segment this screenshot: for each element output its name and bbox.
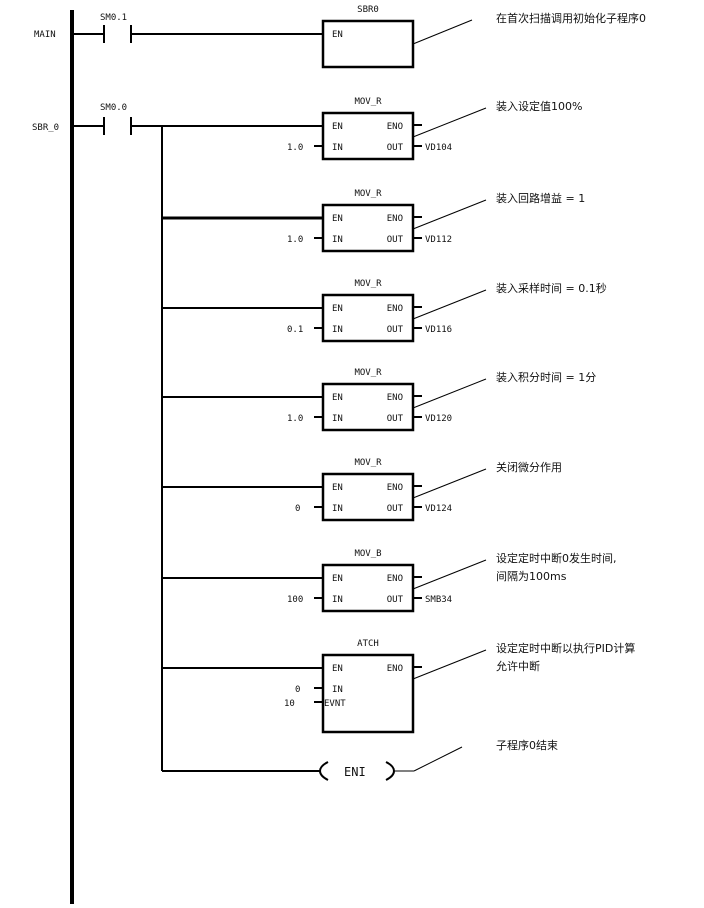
coil-left-bracket xyxy=(318,761,329,781)
function-box-mov-b[interactable]: MOV_B EN IN 100 ENO OUT SMB34 设定定时中断0发生时间, 间隔为10… xyxy=(162,549,617,613)
comment: 间隔为100ms xyxy=(496,570,567,583)
comment-leader xyxy=(412,107,487,138)
box-title: MOV_R xyxy=(354,458,382,468)
contact-label: SM0.1 xyxy=(100,13,127,23)
input-value: 1.0 xyxy=(287,414,303,424)
input-value: 0 xyxy=(295,504,300,514)
box-frame xyxy=(321,293,415,343)
box-title: MOV_R xyxy=(354,189,382,199)
input-value: 0.1 xyxy=(287,325,303,335)
pin-en: EN xyxy=(332,393,343,403)
box-title: MOV_R xyxy=(354,97,382,107)
pin-en: EN xyxy=(332,664,343,674)
comment: 在首次扫描调用初始化子程序0 xyxy=(496,11,646,25)
pin-eno: ENO xyxy=(387,664,403,674)
box-title: SBR0 xyxy=(357,5,379,15)
function-box-mov-r[interactable]: MOV_R EN IN 1.0 ENO OUT VD120 装入积分时间 = 1分 xyxy=(162,368,596,432)
comment-leader xyxy=(412,199,487,230)
pin-in: IN xyxy=(332,325,343,335)
box-frame xyxy=(321,203,415,253)
pin-out: OUT xyxy=(387,504,404,514)
input-value: 0 xyxy=(295,685,300,695)
pin-out: OUT xyxy=(387,235,404,245)
box-frame xyxy=(321,382,415,432)
comment: 允许中断 xyxy=(496,659,540,673)
pin-out: OUT xyxy=(387,325,404,335)
comment-leader xyxy=(412,289,487,320)
box-title: MOV_R xyxy=(354,368,382,378)
eni-coil[interactable]: ENI 子程序0结束 xyxy=(162,738,558,781)
pin-eno: ENO xyxy=(387,122,403,132)
box-frame xyxy=(321,111,415,161)
box-title: MOV_R xyxy=(354,279,382,289)
comment: 装入积分时间 = 1分 xyxy=(496,371,596,384)
comment-leader xyxy=(412,19,473,45)
output-value: VD116 xyxy=(425,325,452,335)
output-value: VD104 xyxy=(425,143,452,153)
comment: 设定定时中断以执行PID计算 xyxy=(496,641,635,655)
box-frame xyxy=(321,653,415,734)
pin-eno: ENO xyxy=(387,483,403,493)
box-title: ATCH xyxy=(357,639,379,649)
pin-en: EN xyxy=(332,30,343,40)
pin-eno: ENO xyxy=(387,304,403,314)
input-value: 1.0 xyxy=(287,235,303,245)
comment-leader xyxy=(412,559,487,590)
pin-eno: ENO xyxy=(387,574,403,584)
pin-eno: ENO xyxy=(387,214,403,224)
pin-eno: ENO xyxy=(387,393,403,403)
comment-leader xyxy=(412,649,487,680)
pin-out: OUT xyxy=(387,414,404,424)
pin-out: OUT xyxy=(387,143,404,153)
pin-en: EN xyxy=(332,574,343,584)
pin-en: EN xyxy=(332,304,343,314)
comment: 关闭微分作用 xyxy=(496,460,562,474)
pin-in: IN xyxy=(332,235,343,245)
output-value: VD120 xyxy=(425,414,452,424)
pin-in: IN xyxy=(332,595,343,605)
comment: 装入回路增益 = 1 xyxy=(496,191,585,205)
function-box-mov-r[interactable]: MOV_R EN IN 0.1 ENO OUT VD116 装入采样时间 = 0.1秒 xyxy=(162,279,607,343)
function-box-mov-r[interactable]: MOV_R EN IN 1.0 ENO OUT VD104 装入设定值100% xyxy=(287,97,582,161)
rung-label: MAIN xyxy=(34,30,56,40)
output-value: VD124 xyxy=(425,504,452,514)
box-frame xyxy=(321,472,415,522)
pin-in: IN xyxy=(332,685,343,695)
pin-in: IN xyxy=(332,504,343,514)
coil-right-bracket xyxy=(385,761,396,781)
pin-en: EN xyxy=(332,214,343,224)
input-value: 100 xyxy=(287,595,303,605)
output-value: VD112 xyxy=(425,235,452,245)
no-contact-icon[interactable] xyxy=(103,25,132,43)
pin-in: IN xyxy=(332,414,343,424)
pin-out: OUT xyxy=(387,595,404,605)
coil-label: ENI xyxy=(344,765,366,779)
pin-en: EN xyxy=(332,122,343,132)
comment: 子程序0结束 xyxy=(496,738,558,752)
network-main: MAIN SM0.1 xyxy=(34,13,323,43)
network-sbr0: SBR_0 SM0.0 xyxy=(32,103,323,771)
pin-in: IN xyxy=(332,143,343,153)
box-frame xyxy=(321,19,415,69)
output-value: SMB34 xyxy=(425,595,452,605)
contact-label: SM0.0 xyxy=(100,103,127,113)
no-contact-icon[interactable] xyxy=(103,117,132,135)
rung-label: SBR_0 xyxy=(32,123,59,133)
box-title: MOV_B xyxy=(354,549,381,559)
input-value: 10 xyxy=(284,699,295,709)
comment-leader xyxy=(413,746,463,772)
comment: 装入设定值100% xyxy=(496,99,582,113)
pin-en: EN xyxy=(332,483,343,493)
comment: 装入采样时间 = 0.1秒 xyxy=(496,281,607,295)
comment-leader xyxy=(412,468,487,499)
input-value: 1.0 xyxy=(287,143,303,153)
function-box-mov-r[interactable]: MOV_R EN IN 1.0 ENO OUT VD112 装入回路增益 = 1 xyxy=(162,189,585,253)
pin-evnt: EVNT xyxy=(324,699,346,709)
function-box-mov-r[interactable]: MOV_R EN IN 0 ENO OUT VD124 关闭微分作用 xyxy=(162,458,562,522)
comment-leader xyxy=(412,378,487,409)
box-frame xyxy=(321,563,415,613)
comment: 设定定时中断0发生时间, xyxy=(496,551,617,565)
